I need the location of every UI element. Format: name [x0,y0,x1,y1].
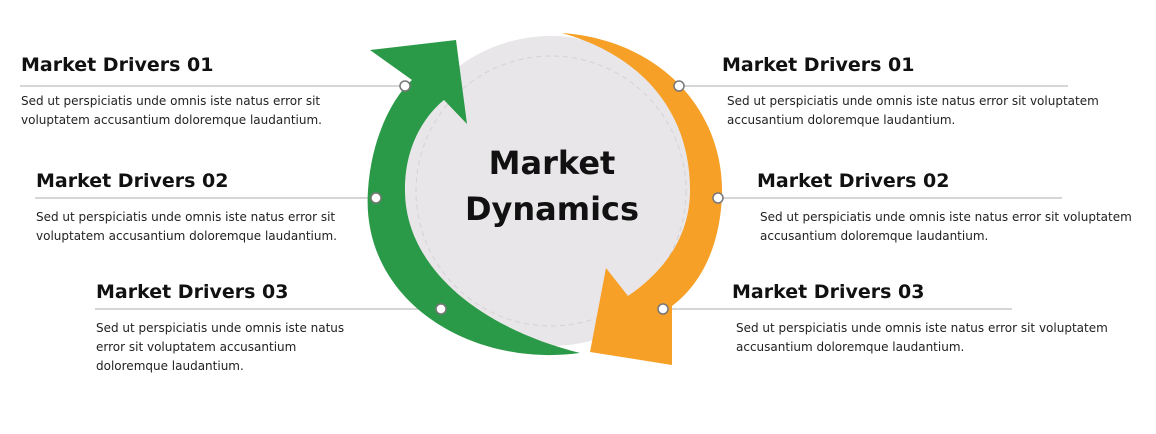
left-item-1: Market Drivers 01 Sed ut perspiciatis un… [21,54,351,130]
left-item-3: Market Drivers 03 Sed ut perspiciatis un… [96,281,361,376]
connector-dot-right-2 [712,192,724,204]
center-circle [396,36,706,346]
left-item-1-title: Market Drivers 01 [21,54,214,76]
left-item-1-desc: Sed ut perspiciatis unde omnis iste natu… [21,94,322,127]
right-item-3: Market Drivers 03 Sed ut perspiciatis un… [732,281,1121,357]
left-item-3-title: Market Drivers 03 [96,281,289,303]
left-item-2-title: Market Drivers 02 [36,170,229,192]
connector-dot-left-3 [435,303,447,315]
right-item-1-title: Market Drivers 01 [722,54,915,76]
left-item-2-desc: Sed ut perspiciatis unde omnis iste natu… [36,210,337,243]
right-item-3-desc: Sed ut perspiciatis unde omnis iste natu… [736,321,1108,354]
connector-dot-left-1 [399,80,411,92]
right-item-2-title: Market Drivers 02 [757,170,950,192]
right-item-1-desc: Sed ut perspiciatis unde omnis iste natu… [727,94,1099,127]
left-item-3-desc: Sed ut perspiciatis unde omnis iste natu… [96,321,345,373]
connector-dot-right-1 [673,80,685,92]
center-title-line1: Market [488,144,616,182]
green-cycle-arrow [367,40,580,356]
right-item-2: Market Drivers 02 Sed ut perspiciatis un… [757,170,1145,246]
center-dashed-ring [415,55,687,327]
orange-cycle-arrow [562,33,723,365]
left-item-2: Market Drivers 02 Sed ut perspiciatis un… [36,170,366,246]
center-title: Market Dynamics [452,140,652,232]
right-item-1: Market Drivers 01 Sed ut perspiciatis un… [722,54,1117,130]
right-item-3-title: Market Drivers 03 [732,281,925,303]
connector-dot-left-2 [370,192,382,204]
right-item-2-desc: Sed ut perspiciatis unde omnis iste natu… [760,210,1132,243]
center-title-line2: Dynamics [464,190,640,228]
connector-dot-right-3 [657,303,669,315]
